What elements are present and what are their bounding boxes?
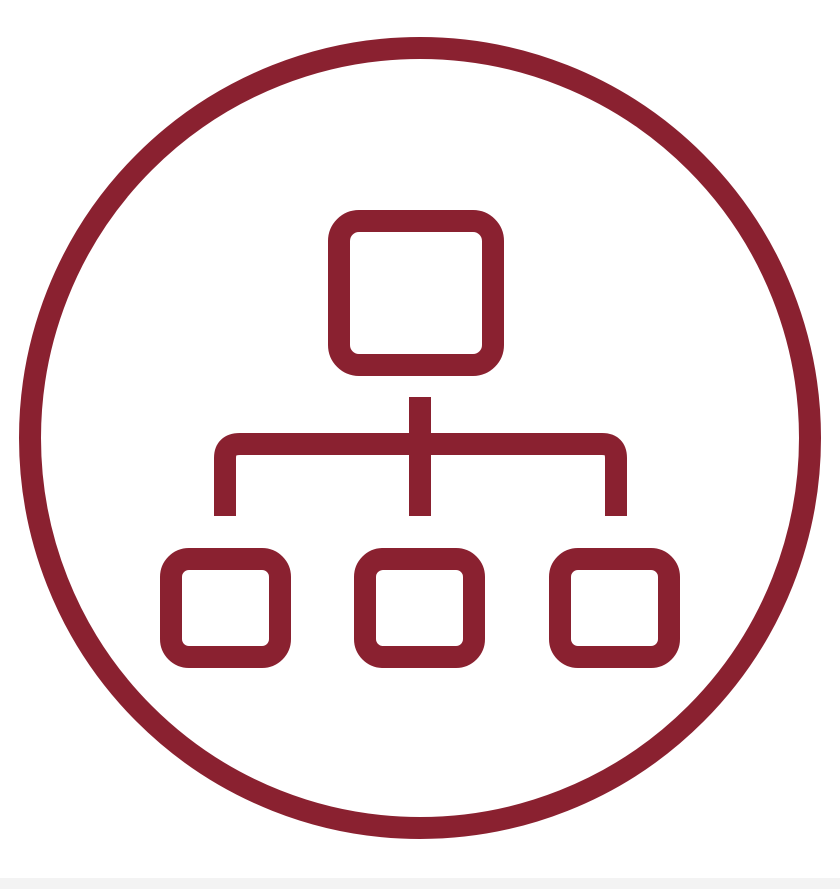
branch-connector bbox=[214, 433, 627, 516]
child-node-box-center bbox=[354, 548, 485, 668]
top-node-box bbox=[328, 210, 504, 376]
child-node-box-left bbox=[160, 548, 291, 668]
child-node-box-right bbox=[549, 548, 680, 668]
bottom-band bbox=[0, 878, 840, 889]
outer-ring bbox=[19, 37, 821, 839]
